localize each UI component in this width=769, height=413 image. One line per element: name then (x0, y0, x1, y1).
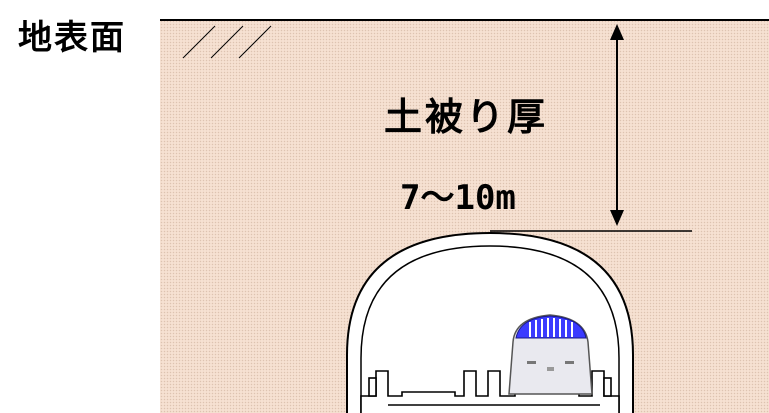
ground-hatching (182, 25, 272, 59)
train-icon (508, 314, 593, 395)
depth-arrow (610, 24, 624, 226)
soil-background (160, 20, 769, 413)
track-structures (360, 370, 620, 413)
cover-depth-range: 7〜10m (400, 178, 516, 218)
cover-depth-title: 土被り厚 (384, 95, 549, 139)
ground-surface-label: 地表面 (18, 18, 126, 58)
